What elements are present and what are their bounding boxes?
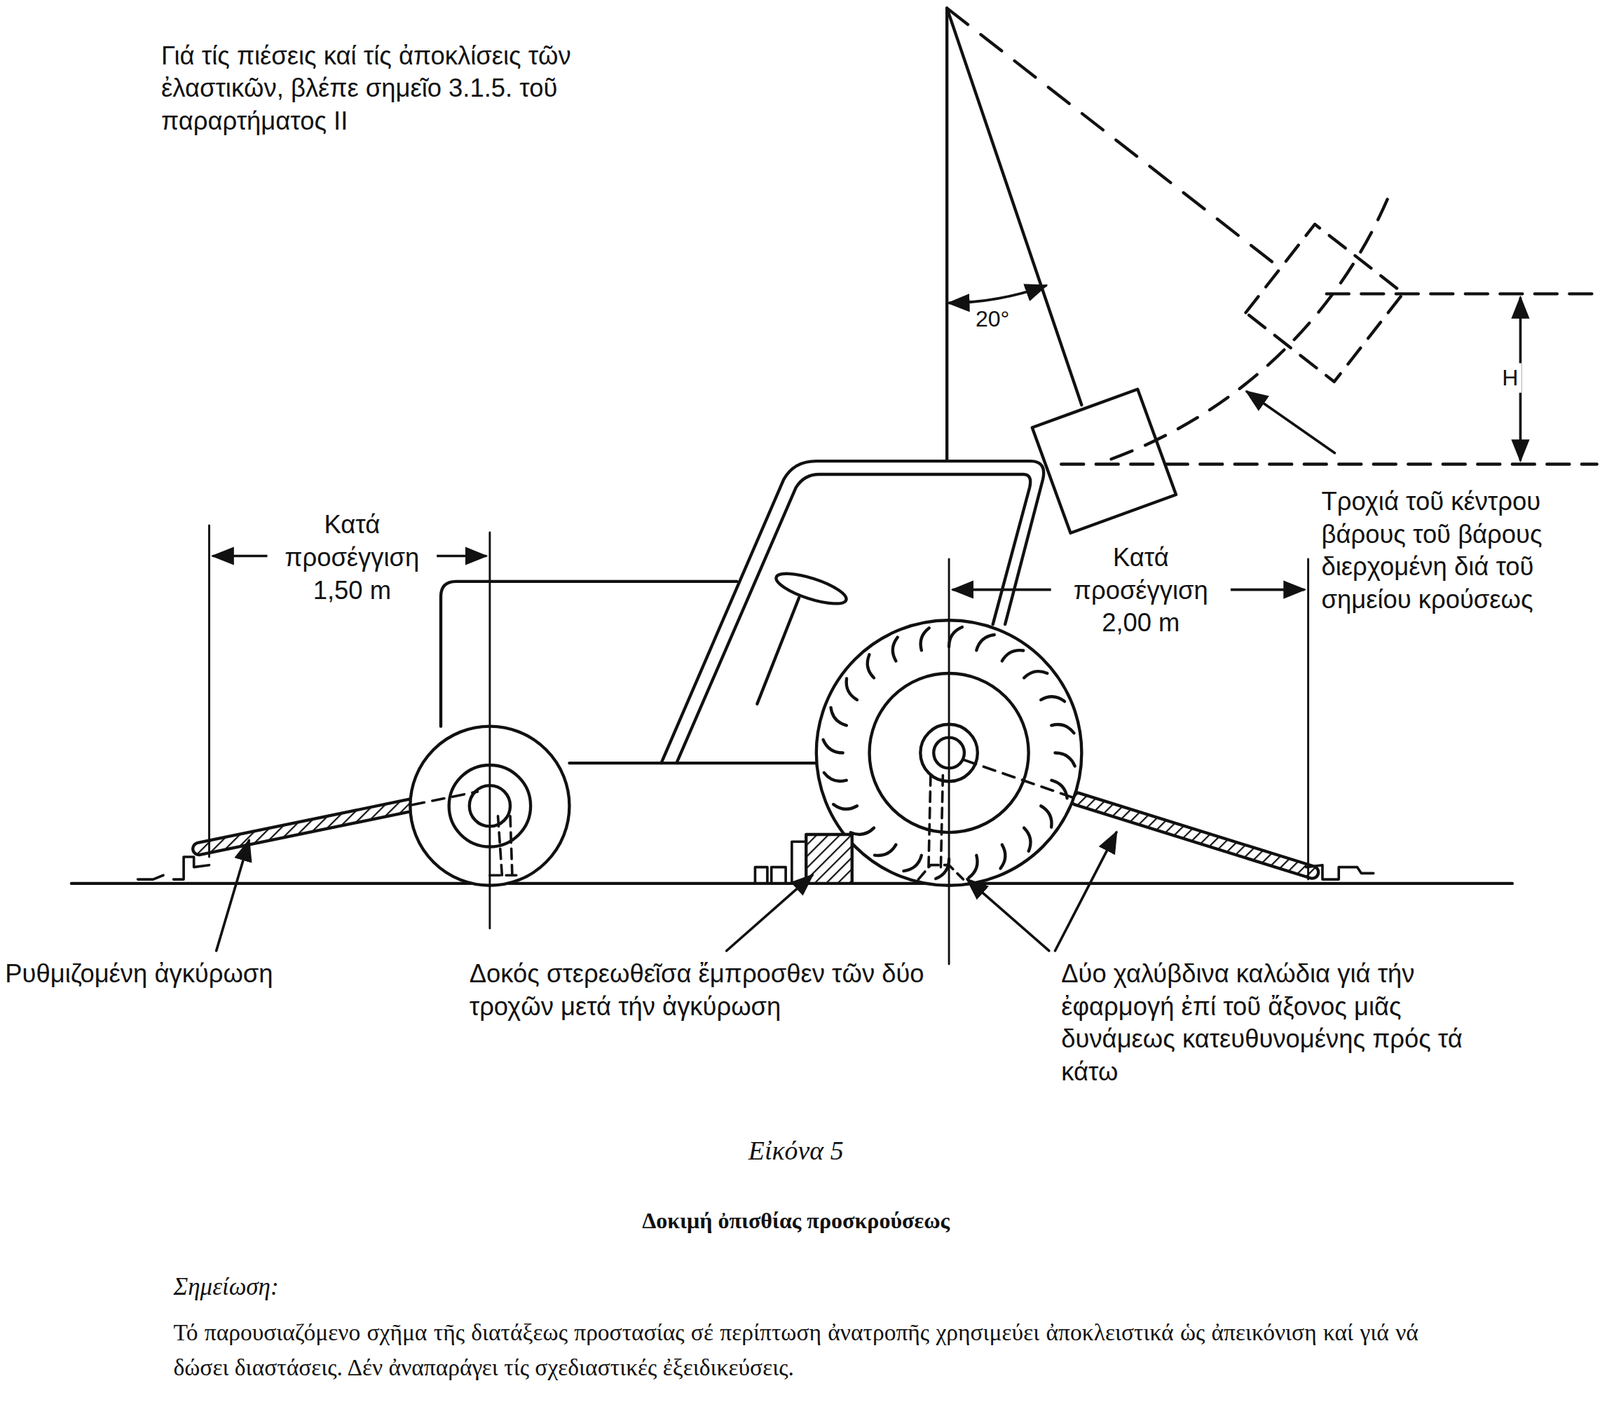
extension-line [488, 532, 491, 929]
front-anchor-post [489, 816, 521, 876]
tyre-tread [1002, 650, 1024, 661]
rear-cable [1076, 798, 1312, 873]
swung-rod [946, 8, 1277, 266]
tractor-body [569, 761, 818, 765]
beam-fixing [754, 841, 806, 884]
tyre-tread [824, 773, 847, 782]
leader-line [216, 840, 250, 952]
swung-weight [1245, 224, 1404, 382]
pendulum-weight [1032, 388, 1176, 533]
height-line-low [1061, 462, 1597, 466]
front-cable-hidden [412, 791, 478, 806]
tyre-tread [892, 637, 898, 662]
angle-arc [948, 285, 1046, 304]
trajectory-arc [1111, 188, 1392, 460]
tyre-tread [976, 634, 995, 651]
vertical-reference [945, 8, 949, 460]
front-cable [199, 805, 413, 850]
tyre-tread [948, 627, 963, 647]
tyre-note: Γιά τίς πιέσεις καί τίς ἀποκλίσεις τῶν ἐ… [161, 38, 672, 137]
tyre-tread [935, 859, 949, 879]
tyre-tread [1051, 724, 1074, 734]
tyre-tread [903, 855, 922, 872]
tyre-tread [823, 740, 844, 754]
height-line-high [1326, 292, 1598, 296]
pendulum-rod [946, 8, 1082, 406]
tyre-tread [1040, 696, 1065, 702]
dimension-label: H [1499, 363, 1522, 393]
tyre-tread [833, 804, 858, 810]
trajectory-label: Τροχιά τοῦ κέντρου βάρους τοῦ βάρους διε… [1321, 484, 1562, 616]
figure-caption: Δοκιμή ὀπισθίας προσκρούσεως [438, 1206, 1153, 1236]
leader-line [1246, 391, 1335, 453]
tyre-tread [1023, 671, 1048, 678]
tractor-hood [440, 581, 737, 727]
tyre-tread [867, 654, 874, 678]
note-text: Τό παρουσιαζόμενο σχῆμα τῆς διατάξεως πρ… [173, 1316, 1419, 1386]
ground-anchor [1306, 865, 1374, 880]
front-cable [199, 805, 413, 850]
figure-number: Εἰκόνα 5 [612, 1134, 980, 1170]
note-heading: Σημείωση: [173, 1271, 279, 1303]
steering-column [756, 597, 799, 704]
rear-anchor-post [918, 775, 963, 881]
tyre-tread [846, 678, 858, 700]
ground-anchor [138, 857, 210, 880]
tyre-tread [920, 627, 930, 651]
tyre-tread [968, 855, 977, 879]
dimension-label: Κατά προσέγγιση 2,00 m [1051, 541, 1231, 640]
angle-label: 20° [975, 304, 1010, 334]
leader-line [967, 879, 1049, 952]
tyre-tread [1023, 828, 1031, 852]
part-label: Δοκός στερεωθεῖσα ἔμπροσθεν τῶν δύο τροχ… [469, 957, 991, 1023]
rear-cable-hidden [964, 760, 1077, 799]
part-label: Ρυθμιζομένη ἀγκύρωση [4, 957, 273, 991]
tyre-tread [874, 845, 896, 856]
extension-line [948, 559, 951, 965]
leader-line [1055, 832, 1117, 952]
tyre-tread [1000, 845, 1006, 870]
extension-line [1307, 559, 1310, 880]
leader-line [726, 875, 813, 952]
tyre-tread [1040, 805, 1052, 827]
tyre-tread [831, 707, 847, 727]
rear-cable [1076, 798, 1312, 873]
tyre-tread [850, 828, 874, 835]
dimension-label: Κατά προσέγγιση 1,50 m [267, 508, 437, 607]
tyre-tread [1055, 753, 1076, 767]
part-label: Δύο χαλύβδινα καλώδια γιά τήν ἐφαρμογή ἐ… [1061, 957, 1511, 1088]
steering-wheel [773, 567, 850, 610]
extension-line [208, 525, 211, 858]
